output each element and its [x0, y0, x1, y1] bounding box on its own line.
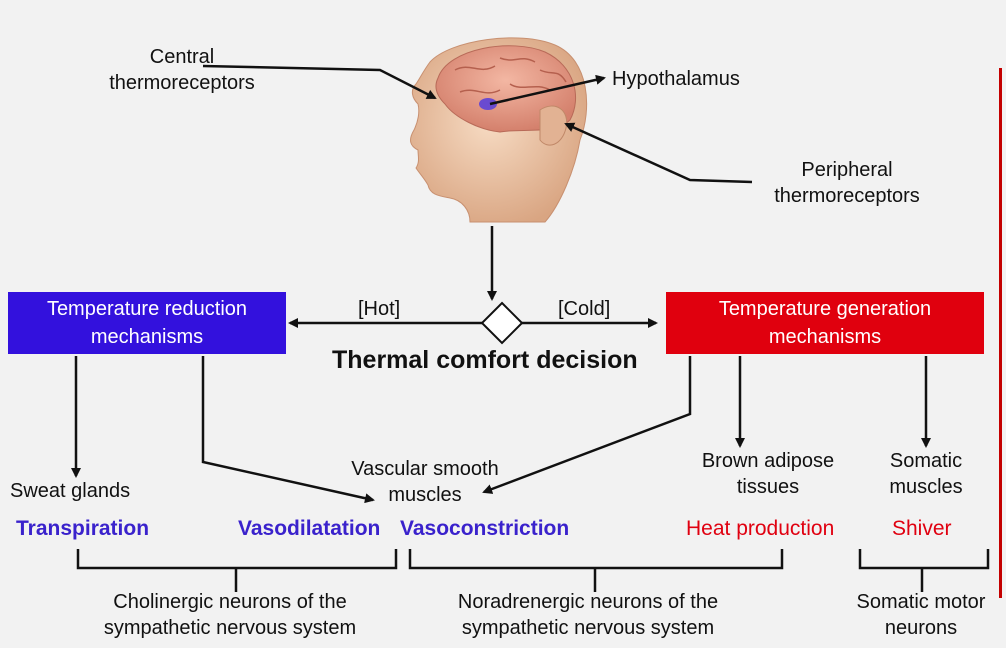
decision-diamond — [482, 303, 522, 343]
vasodilatation-label: Vasodilatation — [238, 517, 380, 541]
brown-adipose-tissues-label: Brown adipose tissues — [680, 448, 856, 500]
somatic-muscles-label: Somatic muscles — [870, 448, 982, 500]
cholinergic-neurons-label: Cholinergic neurons of the sympathetic n… — [60, 589, 400, 641]
vasoconstriction-label: Vasoconstriction — [400, 517, 569, 541]
cholinergic-bracket — [78, 549, 396, 592]
temperature-reduction-box: Temperature reduction mechanisms — [8, 292, 286, 354]
noradrenergic-bracket — [410, 549, 782, 592]
right-edge-rule — [999, 68, 1002, 598]
head-illustration — [411, 38, 587, 222]
hypothalamus-label: Hypothalamus — [612, 66, 740, 92]
noradrenergic-neurons-label: Noradrenergic neurons of the sympathetic… — [418, 589, 758, 641]
vascular-smooth-muscles-label: Vascular smooth muscles — [330, 456, 520, 508]
somatic-motor-neurons-label: Somatic motor neurons — [838, 589, 1004, 641]
somatic-motor-bracket — [860, 549, 988, 592]
cold-label: [Cold] — [558, 296, 610, 322]
thermal-comfort-decision-label: Thermal comfort decision — [332, 346, 638, 375]
transpiration-label: Transpiration — [16, 517, 149, 541]
shiver-label: Shiver — [892, 517, 952, 541]
sweat-glands-label: Sweat glands — [10, 478, 130, 504]
peripheral-thermoreceptors-label: Peripheral thermoreceptors — [752, 157, 942, 209]
central-thermoreceptors-label: Central thermoreceptors — [92, 44, 272, 96]
hot-label: [Hot] — [358, 296, 400, 322]
temperature-generation-box: Temperature generation mechanisms — [666, 292, 984, 354]
heat-production-label: Heat production — [686, 517, 834, 541]
